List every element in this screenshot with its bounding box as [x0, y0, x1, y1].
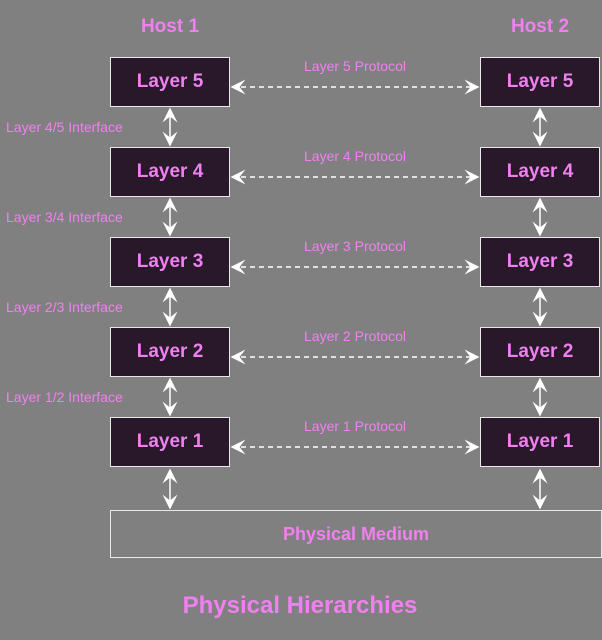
physical-medium-box: Physical Medium [110, 510, 602, 558]
protocol-label: Layer 1 Protocol [304, 418, 406, 434]
interface-label: Layer 2/3 Interface [6, 299, 123, 315]
host-1-layer-box: Layer 5 [110, 57, 230, 107]
protocol-label: Layer 4 Protocol [304, 148, 406, 164]
host-2-layer-box: Layer 2 [480, 327, 600, 377]
host-1-layer-box: Layer 1 [110, 417, 230, 467]
protocol-label: Layer 2 Protocol [304, 328, 406, 344]
host-2-layer-box: Layer 1 [480, 417, 600, 467]
host-1-label: Host 1 [140, 16, 200, 37]
host-2-label: Host 2 [510, 16, 570, 37]
host-2-layer-box: Layer 5 [480, 57, 600, 107]
interface-label: Layer 3/4 Interface [6, 209, 123, 225]
protocol-label: Layer 3 Protocol [304, 238, 406, 254]
interface-label: Layer 4/5 Interface [6, 119, 123, 135]
interface-label: Layer 1/2 Interface [6, 389, 123, 405]
host-2-layer-box: Layer 4 [480, 147, 600, 197]
diagram-title: Physical Hierarchies [182, 592, 418, 619]
host-2-layer-box: Layer 3 [480, 237, 600, 287]
host-1-layer-box: Layer 2 [110, 327, 230, 377]
host-1-layer-box: Layer 3 [110, 237, 230, 287]
host-1-layer-box: Layer 4 [110, 147, 230, 197]
protocol-label: Layer 5 Protocol [304, 58, 406, 74]
